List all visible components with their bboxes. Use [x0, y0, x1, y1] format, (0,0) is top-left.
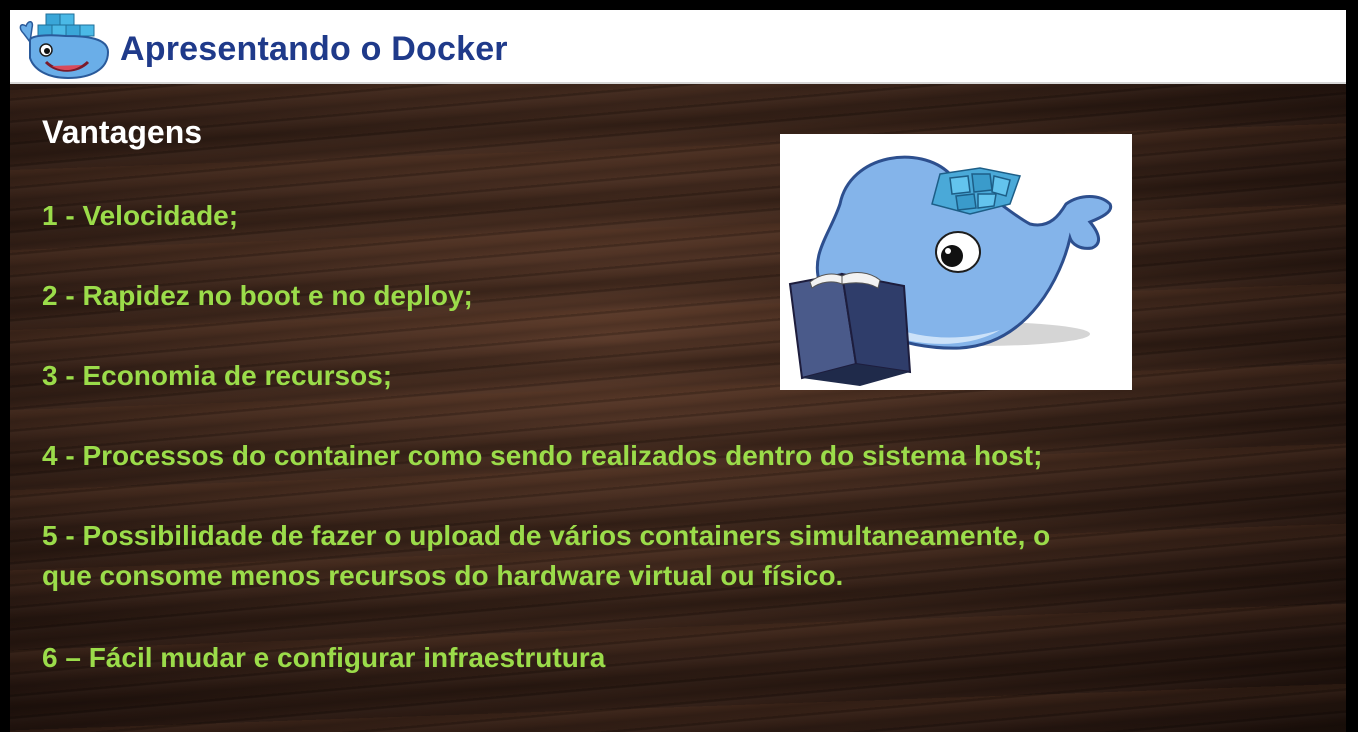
- list-item: 4 - Processos do container como sendo re…: [42, 440, 1043, 471]
- list-item-line: que consome menos recursos do hardware v…: [42, 560, 844, 591]
- list-item: 1 - Velocidade;: [42, 200, 239, 231]
- docker-whale-icon: [19, 13, 110, 80]
- slide-title: Apresentando o Docker: [120, 30, 508, 68]
- slide: Apresentando o Docker Vantagens 1 - Velo…: [10, 10, 1346, 732]
- slide-header: Apresentando o Docker: [10, 10, 1346, 84]
- list-item: 2 - Rapidez no boot e no deploy;: [42, 280, 473, 311]
- list-item: 3 - Economia de recursos;: [42, 360, 393, 391]
- list-item: 6 – Fácil mudar e configurar infraestrut…: [42, 642, 606, 673]
- list-item: 5 - Possibilidade de fazer o upload de v…: [42, 516, 1050, 596]
- docker-illustration: [780, 134, 1132, 390]
- list-item-line: 5 - Possibilidade de fazer o upload de v…: [42, 520, 1051, 551]
- section-heading: Vantagens: [42, 114, 203, 150]
- docker-whale-reading-book-icon: [788, 155, 1113, 386]
